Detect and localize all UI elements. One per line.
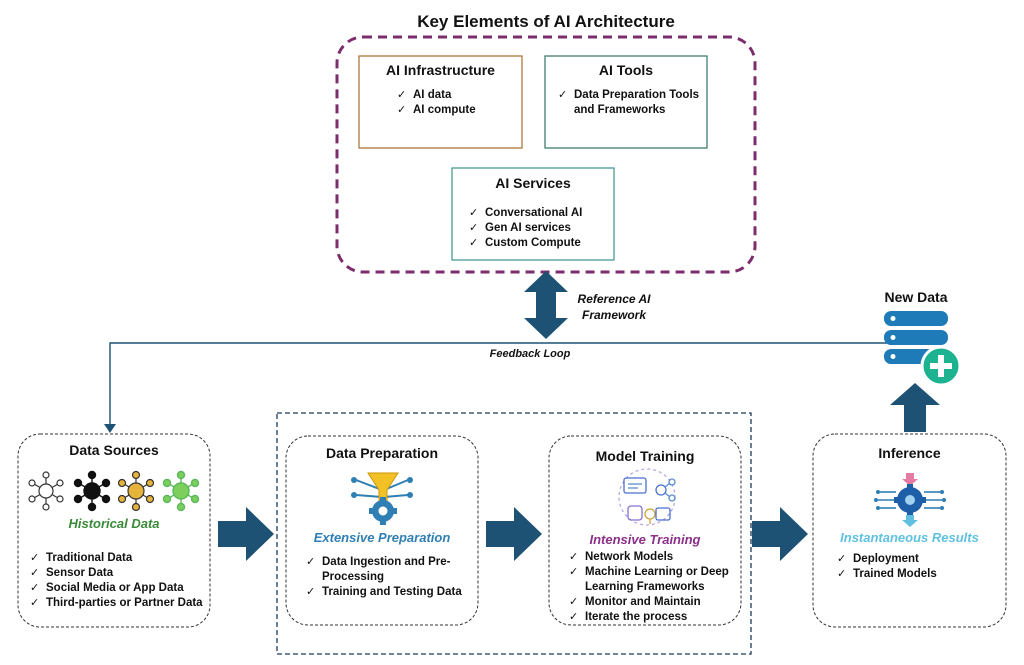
flow-arrow-3: [752, 507, 808, 561]
historical-data-label: Historical Data: [68, 516, 160, 531]
list-item: Traditional Data: [30, 551, 208, 566]
funnel-gear-icon: [351, 472, 413, 525]
feedback-loop-label: Feedback Loop: [489, 348, 571, 360]
up-arrow: [890, 383, 940, 432]
feedback-loop-line: [109, 342, 930, 426]
instantaneous-results-label: Instantaneous Results: [840, 530, 979, 545]
network-icon-gold: [117, 470, 155, 512]
list-item: Custom Compute: [469, 236, 609, 251]
list-item: Gen AI services: [469, 221, 609, 236]
data-sources-list: Traditional Data Sensor Data Social Medi…: [30, 551, 208, 611]
list-item: Sensor Data: [30, 566, 208, 581]
training-icon: [618, 468, 676, 526]
list-item: Monitor and Maintain: [569, 595, 739, 610]
data-preparation-title: Data Preparation: [325, 445, 439, 461]
feedback-arrowhead: [104, 424, 116, 433]
infrastructure-list: AI data AI compute: [397, 88, 517, 118]
plus-circle-icon: [920, 345, 962, 387]
model-training-list: Network Models Machine Learning or Deep …: [569, 550, 739, 625]
list-item: Training and Testing Data: [306, 585, 471, 600]
data-sources-title: Data Sources: [69, 442, 159, 458]
services-list: Conversational AI Gen AI services Custom…: [469, 206, 609, 251]
new-data-title: New Data: [884, 289, 948, 305]
list-item: Social Media or App Data: [30, 581, 208, 596]
inference-title: Inference: [878, 445, 941, 461]
list-item: Network Models: [569, 550, 739, 565]
network-icon-outline: [28, 471, 64, 511]
network-icon-black: [73, 470, 111, 512]
list-item: Conversational AI: [469, 206, 609, 221]
flow-arrow-2: [486, 507, 542, 561]
flow-arrow-1: [218, 507, 274, 561]
list-item: Iterate the process: [569, 610, 739, 625]
reference-double-arrow: [524, 271, 568, 339]
intensive-training-label: Intensive Training: [589, 532, 701, 547]
list-item: Data Ingestion and Pre-Processing: [306, 555, 471, 585]
list-item: AI compute: [397, 103, 517, 118]
inference-list: Deployment Trained Models: [837, 552, 997, 582]
reference-framework-label: Reference AI Framework: [577, 292, 651, 322]
list-item: Data Preparation Tools and Frameworks: [558, 88, 703, 118]
extensive-preparation-label: Extensive Preparation: [313, 530, 451, 545]
infrastructure-title: AI Infrastructure: [386, 62, 495, 78]
list-item: Deployment: [837, 552, 997, 567]
list-item: Machine Learning or Deep Learning Framew…: [569, 565, 739, 595]
services-title: AI Services: [495, 175, 571, 191]
training-group-outline: [276, 412, 752, 655]
network-icon-green: [162, 470, 200, 512]
tools-list: Data Preparation Tools and Frameworks: [558, 88, 703, 118]
processor-gear-icon: [874, 473, 946, 527]
list-item: Trained Models: [837, 567, 997, 582]
page-title: Key Elements of AI Architecture: [417, 12, 675, 31]
model-training-title: Model Training: [595, 448, 695, 464]
tools-title: AI Tools: [598, 62, 654, 78]
list-item: AI data: [397, 88, 517, 103]
data-preparation-list: Data Ingestion and Pre-Processing Traini…: [306, 555, 471, 600]
list-item: Third-parties or Partner Data: [30, 596, 208, 611]
